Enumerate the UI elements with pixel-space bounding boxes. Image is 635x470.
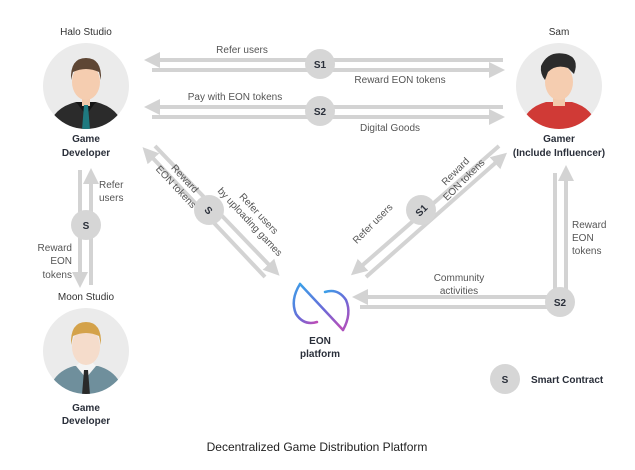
actor-halo-name: Halo Studio [60, 27, 112, 38]
actor-sam: Sam Gamer (Include Influencer) [513, 27, 605, 159]
legend-smart-contract-symbol [490, 364, 520, 394]
smart-contract-s1-top-label: S1 [314, 60, 327, 71]
label-right-reward-1: Reward [572, 220, 606, 231]
label-left-reward-2: EON [50, 256, 72, 267]
actor-eon-role-2: platform [300, 349, 340, 360]
smart-contract-s2-right [545, 287, 575, 317]
actor-sam-role-2: (Include Influencer) [513, 148, 605, 159]
smart-contract-s1-diag [406, 195, 436, 225]
developer-avatar-icon [43, 308, 129, 394]
actor-eon-platform: EON platform [292, 282, 350, 360]
label-left-refer-2: users [99, 193, 123, 204]
smart-contract-s2-right-label: S2 [554, 298, 567, 309]
label-left-refer-1: Refer [99, 180, 124, 191]
actor-moon-role-2: Developer [62, 416, 110, 427]
flow-s1: Refer users Reward EON tokens S1 [144, 45, 505, 86]
smart-contract-s-left-label: S [83, 221, 90, 232]
smart-contract-s1-top [305, 49, 335, 79]
legend-symbol-label: S [502, 375, 509, 386]
gamer-avatar-icon [516, 43, 602, 129]
label-pay-eon: Pay with EON tokens [188, 92, 282, 103]
actor-moon-studio: Moon Studio Game Developer [43, 292, 129, 427]
actor-moon-name: Moon Studio [58, 292, 115, 303]
label-reward-eon: Reward EON tokens [354, 75, 445, 86]
diagram-title: Decentralized Game Distribution Platform [207, 440, 428, 454]
eon-logo-icon [292, 282, 350, 332]
label-right-reward-3: tokens [572, 246, 601, 257]
smart-contract-s2-top [305, 96, 335, 126]
flow-right-s2: Reward EON tokens Community activities S… [352, 165, 606, 317]
flow-s2: Pay with EON tokens Digital Goods S2 [144, 92, 505, 134]
smart-contract-s2-top-label: S2 [314, 107, 327, 118]
actor-halo-role-2: Developer [62, 148, 110, 159]
label-digital-goods: Digital Goods [360, 123, 420, 134]
flow-diag-s1: Refer users Reward EON tokens S1 [350, 144, 508, 279]
label-left-reward-1: Reward [38, 243, 72, 254]
developer-avatar-icon [43, 43, 129, 129]
actor-sam-role-1: Gamer [543, 134, 575, 145]
legend: S Smart Contract [490, 364, 604, 394]
actor-sam-name: Sam [549, 27, 570, 38]
label-right-reward-2: EON [572, 233, 594, 244]
actor-moon-role-1: Game [72, 403, 100, 414]
flow-left-s: Refer users Reward EON tokens S [38, 168, 124, 288]
actor-halo-role-1: Game [72, 134, 100, 145]
label-community-1: Community [434, 273, 485, 284]
legend-label: Smart Contract [531, 375, 604, 386]
flow-diag-s: Reward EON tokens Refer users by uploadi… [142, 144, 284, 279]
label-community-2: activities [440, 286, 478, 297]
smart-contract-s-diag [194, 195, 224, 225]
actor-eon-role-1: EON [309, 336, 331, 347]
smart-contract-s-left [71, 210, 101, 240]
label-refer-users: Refer users [216, 45, 268, 56]
actor-halo-studio: Halo Studio Game Developer [43, 27, 129, 159]
label-left-reward-3: tokens [43, 270, 72, 281]
